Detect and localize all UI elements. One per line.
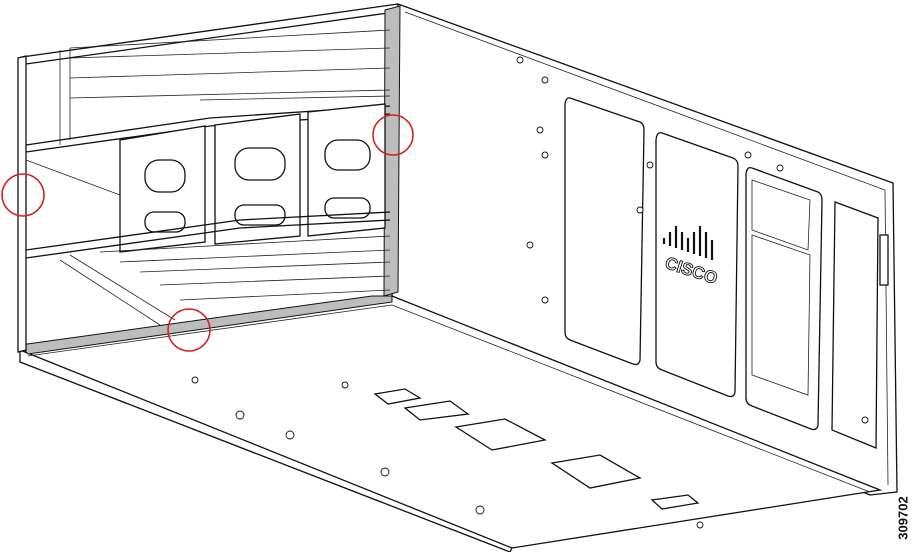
floor-plates <box>373 388 700 510</box>
figure-number: 309702 <box>893 488 913 548</box>
lower-bay-rails <box>25 211 391 326</box>
callout-left-rail <box>1 173 45 217</box>
chassis-left-frame <box>17 3 401 353</box>
middle-modules <box>119 103 386 253</box>
callout-bottom-rail <box>167 308 211 352</box>
floor-front-rail <box>19 295 393 355</box>
figure-number-text: 309702 <box>895 496 911 540</box>
fastener-holes <box>191 56 869 529</box>
side-panel-cutouts <box>564 97 889 449</box>
callout-right-rail <box>372 114 414 156</box>
